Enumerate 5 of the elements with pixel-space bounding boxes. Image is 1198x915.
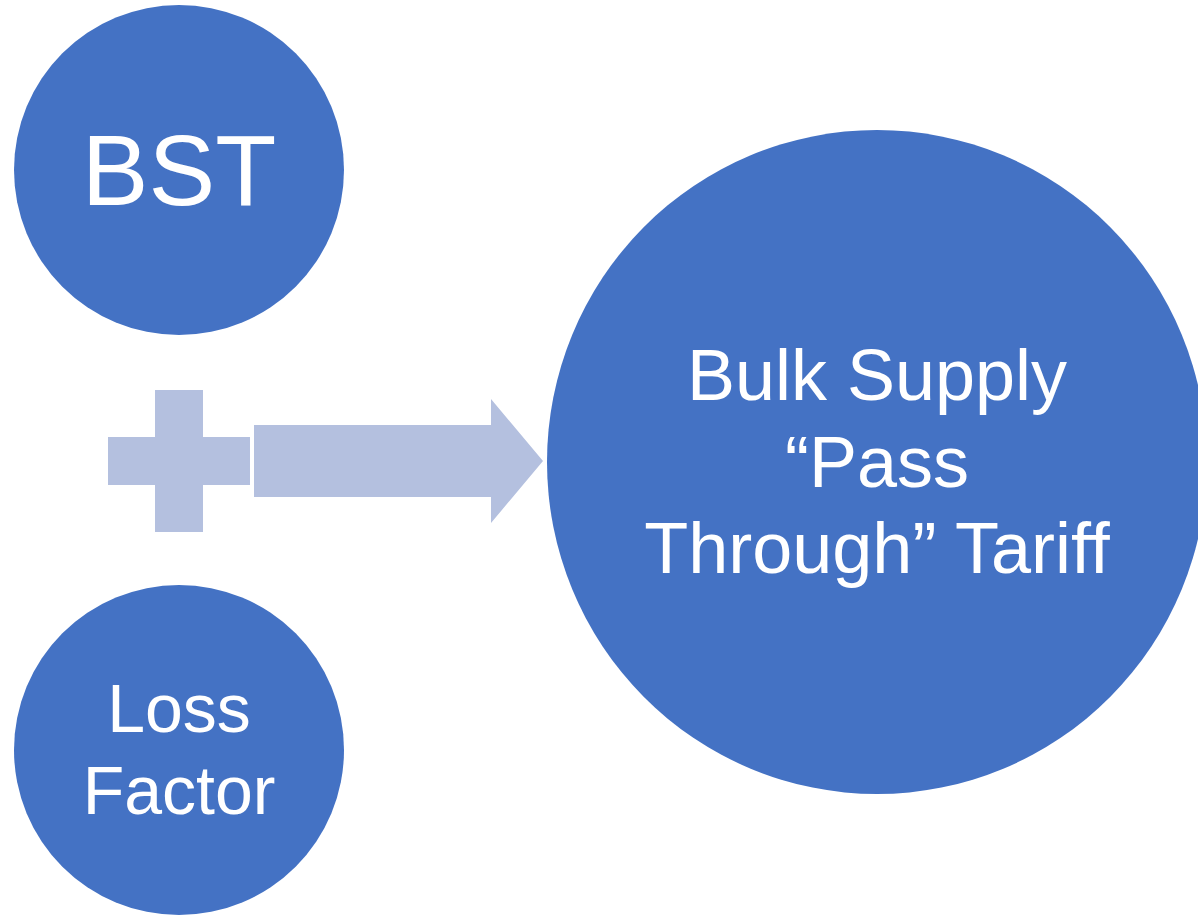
- node-label: Loss Factor: [81, 669, 277, 830]
- node-label: BST: [81, 113, 277, 228]
- node-label: Bulk Supply “Pass Through” Tariff: [643, 334, 1111, 591]
- block-arrow: [254, 399, 543, 523]
- plus-sign: [108, 390, 250, 532]
